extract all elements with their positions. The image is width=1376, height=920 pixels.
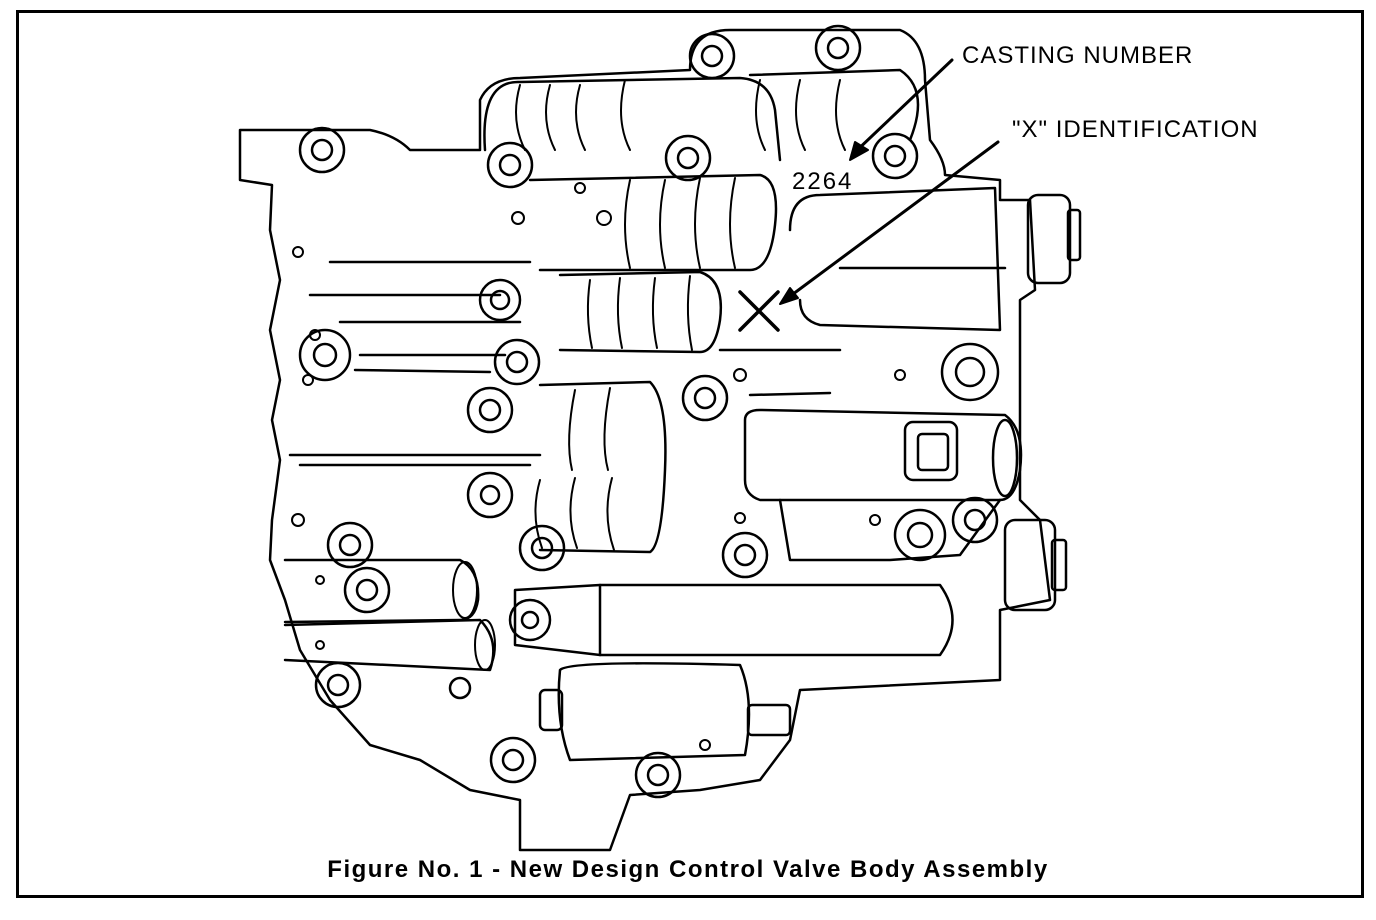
x-identification-arrow bbox=[783, 140, 1000, 302]
x-identification-label: "X" IDENTIFICATION bbox=[1012, 116, 1259, 143]
bottom-long-tube bbox=[513, 583, 954, 657]
casting-number-label: CASTING NUMBER bbox=[962, 42, 1194, 69]
bolt-holes bbox=[298, 24, 1000, 799]
middle-left-valve bbox=[538, 380, 667, 554]
valve-body-outline bbox=[238, 28, 1052, 852]
middle-left-valve-ribs bbox=[534, 387, 615, 551]
x-identification-mark bbox=[738, 290, 780, 332]
casting-number-arrow bbox=[850, 58, 954, 157]
third-valve-ribs bbox=[586, 275, 693, 351]
right-upper-channel bbox=[788, 186, 1002, 332]
figure-frame bbox=[16, 10, 1364, 898]
lower-right-accumulator bbox=[778, 498, 1002, 562]
right-top-bolt bbox=[1026, 193, 1082, 285]
figure-caption: Figure No. 1 - New Design Control Valve … bbox=[327, 856, 1049, 883]
solenoid-connector bbox=[903, 420, 959, 482]
lower-left-valve bbox=[283, 558, 480, 624]
upper-valve-ribs bbox=[515, 79, 846, 151]
third-valve bbox=[558, 270, 723, 354]
small-holes bbox=[291, 182, 906, 751]
channel-lines bbox=[288, 260, 1007, 467]
bottom-solenoid bbox=[557, 662, 751, 762]
right-solenoid bbox=[743, 408, 1023, 502]
second-valve bbox=[528, 173, 778, 272]
upper-valve-bore bbox=[483, 76, 782, 162]
second-valve-ribs bbox=[624, 177, 736, 269]
casting-number-value: 2264 bbox=[792, 168, 854, 195]
solenoid-end bbox=[991, 418, 1019, 498]
right-bottom-bolt bbox=[1003, 518, 1068, 612]
